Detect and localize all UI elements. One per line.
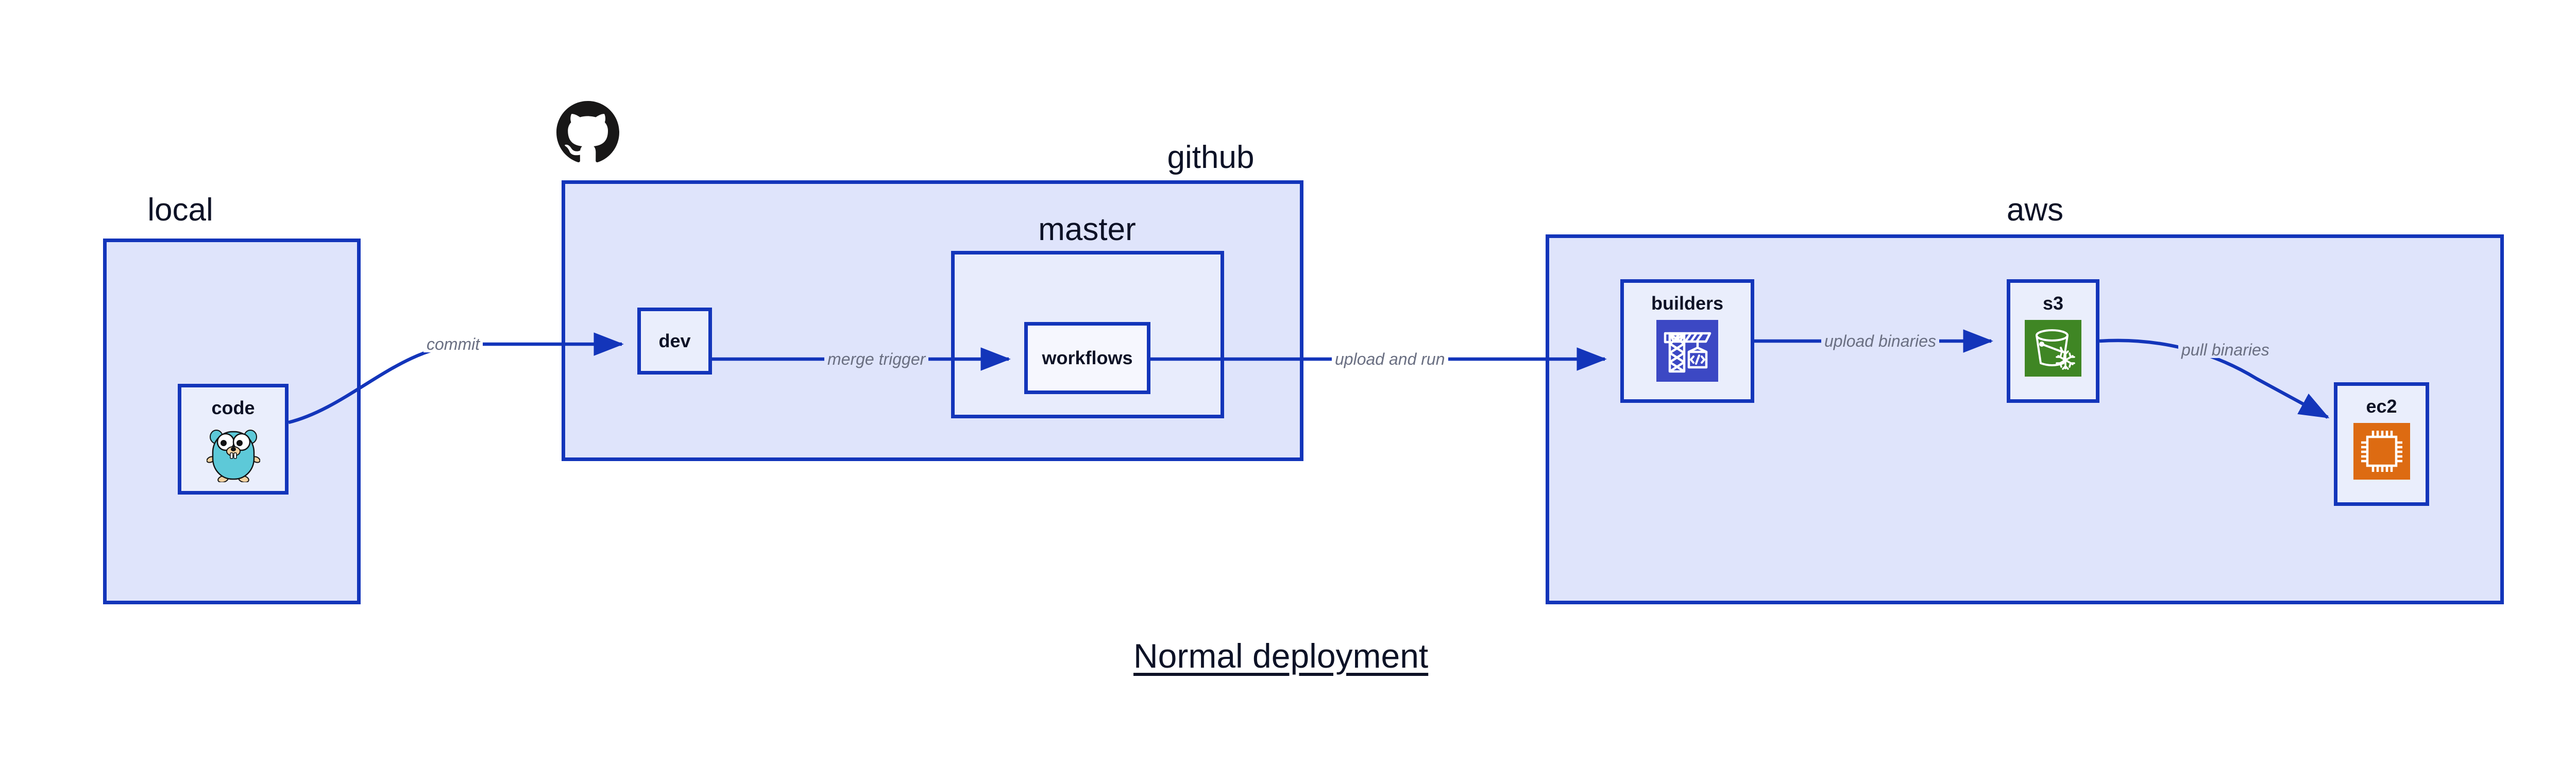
node-dev[interactable]: dev (637, 308, 712, 375)
node-label-builders: builders (1651, 293, 1724, 314)
aws-ec2-chip-icon (2353, 423, 2410, 482)
go-gopher-icon (206, 425, 261, 485)
group-label-github: github (1167, 140, 1255, 175)
edge-label-merge-trigger: merge trigger (824, 351, 929, 367)
aws-codebuild-icon (1656, 320, 1718, 384)
edge-label-commit: commit (423, 336, 483, 352)
group-label-aws: aws (2006, 192, 2064, 228)
node-label-dev: dev (658, 330, 691, 351)
node-workflows[interactable]: workflows (1024, 322, 1150, 394)
group-label-local: local (147, 192, 213, 228)
node-builders[interactable]: builders (1620, 279, 1754, 403)
diagram-title: Normal deployment (1133, 637, 1429, 675)
edge-label-upload-and-run: upload and run (1332, 351, 1448, 367)
aws-s3-glacier-icon (2025, 320, 2081, 379)
node-label-workflows: workflows (1042, 347, 1133, 368)
github-octocat-logo (556, 101, 619, 166)
node-code[interactable]: code (178, 384, 289, 495)
node-ec2[interactable]: ec2 (2334, 382, 2429, 506)
node-label-code: code (211, 397, 255, 418)
node-s3[interactable]: s3 (2007, 279, 2099, 403)
edge-label-upload-binaries: upload binaries (1821, 333, 1940, 349)
node-label-ec2: ec2 (2366, 396, 2397, 417)
edge-label-pull-binaries: pull binaries (2178, 342, 2273, 358)
group-label-master: master (1038, 212, 1136, 247)
node-label-s3: s3 (2042, 293, 2064, 314)
